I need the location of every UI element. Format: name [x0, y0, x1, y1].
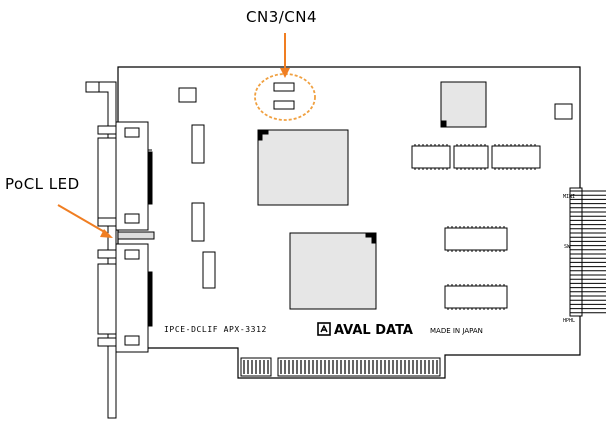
brand-name: AVAL DATA — [334, 323, 413, 338]
camera-link-connector-top — [97, 121, 153, 231]
made-in-japan: MADE IN JAPAN — [430, 327, 483, 335]
aval-data-logo — [317, 322, 331, 336]
cn3-cn4-headers — [273, 82, 295, 110]
pcie-edge-connector — [240, 357, 441, 377]
small-components — [178, 87, 573, 289]
cn3-cn4-label: CN3/CN4 — [246, 8, 318, 26]
pin-header — [569, 187, 583, 317]
fpga-chip — [257, 129, 349, 206]
memory-chip — [289, 232, 377, 310]
camera-link-connector-bottom — [97, 243, 153, 353]
pocl-led-label: PoCL LED — [5, 175, 80, 193]
cn3-cn4-highlight-ring — [254, 73, 316, 121]
pocl-led — [117, 231, 155, 240]
soic-chips — [411, 145, 541, 309]
pin-label-mid: SW — [564, 244, 571, 250]
pin-label-bot: HPHL — [563, 318, 575, 324]
controller-chip — [440, 81, 487, 128]
callout-arrows — [57, 33, 290, 238]
board-model-text: IPCE-DCLIF APX-3312 — [164, 325, 267, 334]
pin-label-top: MINI — [563, 194, 575, 200]
